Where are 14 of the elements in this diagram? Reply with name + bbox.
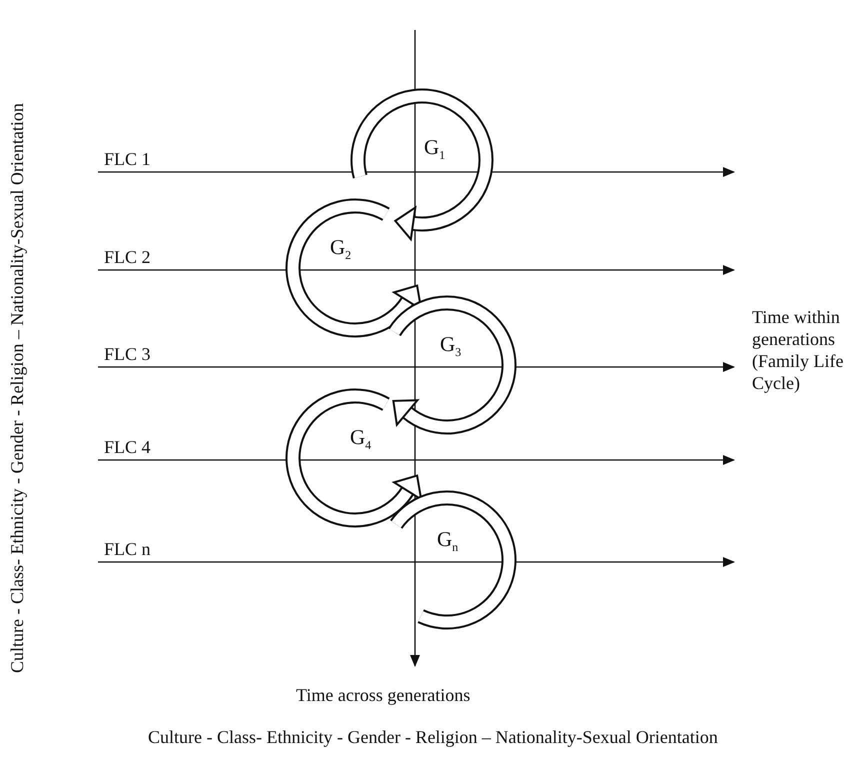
generation-label: G$_{1}$ bbox=[424, 136, 446, 164]
timeline-label: FLC 1 bbox=[104, 148, 151, 170]
side-caption: Culture - Class- Ethnicity - Gender - Religion – Nationality-Sexual Orientation bbox=[6, 103, 28, 673]
axis-label: Time within generations (Family Life Cycle) bbox=[752, 306, 844, 394]
generation-label: G$_{3}$ bbox=[440, 333, 462, 362]
timeline-label: FLC 4 bbox=[104, 436, 151, 458]
timeline-label: FLC n bbox=[104, 538, 151, 560]
axis-label: Time across generations bbox=[296, 684, 470, 706]
timeline-label: FLC 3 bbox=[104, 343, 151, 365]
bottom-caption: Culture - Class- Ethnicity - Gender - Religion – Nationality-Sexual Orientation bbox=[148, 726, 718, 748]
generation-label: G$_{n}$ bbox=[437, 528, 458, 556]
generation-label: G$_{4}$ bbox=[350, 426, 372, 454]
generation-label: G$_{2}$ bbox=[330, 236, 352, 264]
timeline-label: FLC 2 bbox=[104, 246, 151, 268]
